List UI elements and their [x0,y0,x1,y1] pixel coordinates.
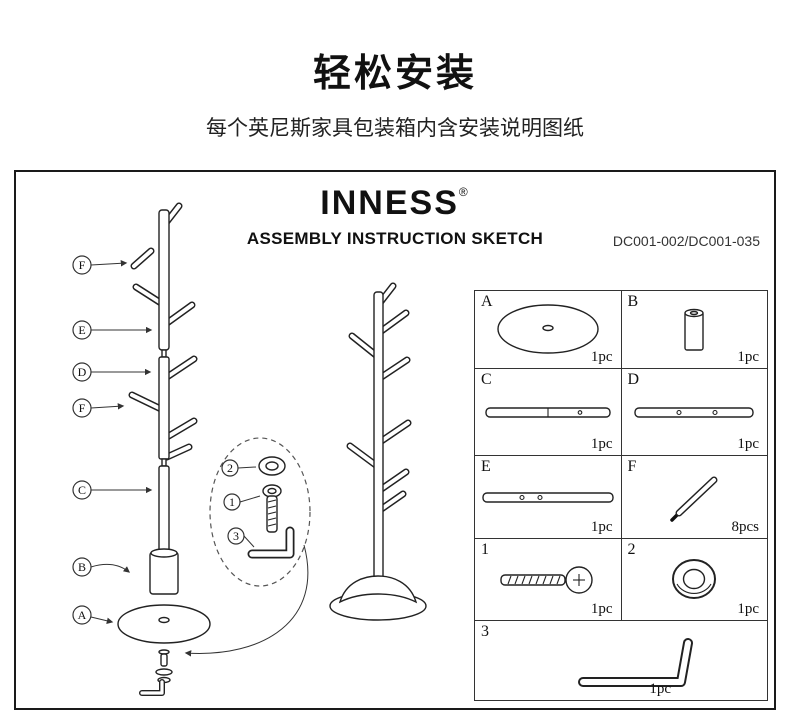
callout-label: B [78,560,86,574]
hook-peg-icon [670,476,718,522]
callout-label: E [78,323,85,337]
fastener-stack [139,649,173,696]
part-label: E [481,458,491,475]
callout-label: F [79,258,86,272]
callout-label: A [78,608,87,622]
part-qty: 1pc [649,681,671,697]
brand-text: INNESS [320,184,459,222]
part-cell-F: F 8pcs [621,456,768,539]
part-qty: 8pcs [731,519,760,535]
assembled-rack-drawing [329,282,427,621]
sketch-heading: ASSEMBLY INSTRUCTION SKETCH [246,229,544,248]
washer-ring-icon [672,558,717,599]
allen-key-icon [578,637,693,687]
callout-label: D [78,365,87,379]
part-cell-C: C 1pc [475,369,622,456]
callout-A: A [72,605,114,625]
part-label: D [627,371,640,388]
pole-segments [158,209,170,553]
hardware-callout-label: 2 [227,461,233,475]
part-cell-E: E 1pc [475,456,622,539]
part-cell-D: D 1pc [621,369,768,456]
part-cell-A: A 1pc [475,291,622,369]
callout-D: D [72,362,152,382]
callout-E: E [72,320,153,340]
connector-tube-drawing [149,548,179,595]
parts-table: A 1pc B 1pc C [474,290,768,701]
part-label: A [481,293,493,310]
brand-logo: INNESS® [16,184,774,223]
part-label: 1 [481,541,489,558]
page-title: 轻松安装 [312,53,477,95]
hardware-detail-bubble: 2 1 3 [209,437,311,587]
part-qty: 1pc [737,436,759,452]
part-label: B [627,293,639,310]
part-label: C [481,371,492,388]
exploded-diagram: F E D F C [72,202,311,696]
assembly-sketch-panel: INNESS® ASSEMBLY INSTRUCTION SKETCH DC00… [14,170,776,710]
page-subtitle: 每个英尼斯家具包装箱内含安装说明图纸 [206,117,584,140]
assembled-pole [373,291,384,593]
part-qty: 1pc [737,601,759,617]
callout-C: C [72,480,153,500]
assembled-hook-branches [346,282,412,514]
callout-label: F [79,401,86,415]
part-qty: 1pc [590,519,613,535]
base-disc-drawing [117,604,211,644]
hardware-callout-label: 3 [233,529,239,543]
pole-section-icon [485,407,611,418]
registered-mark: ® [458,185,470,199]
washer-drawing [258,456,286,476]
connector-tube-icon [684,308,704,351]
part-qty: 1pc [590,436,613,452]
part-qty: 1pc [590,601,613,617]
part-qty: 1pc [737,349,759,365]
part-cell-1: 1 1pc [475,539,622,621]
hardware-callout-label: 1 [229,495,235,509]
pole-section-screws-icon [482,492,614,503]
callout-F-top: F [72,255,128,275]
part-label: F [627,458,637,475]
bolt-drawing [262,484,282,533]
callout-label: C [78,483,86,497]
callout-F-mid: F [72,398,125,418]
bolt-screw-icon [500,565,593,594]
round-base-disc-icon [497,303,599,354]
allen-key-drawing [247,526,295,559]
part-label: 2 [627,541,636,558]
part-cell-2: 2 1pc [621,539,768,621]
part-qty: 1pc [590,349,613,365]
part-label: 3 [481,623,489,640]
assembled-base [329,575,427,621]
pole-section-screws-icon [634,407,754,418]
part-cell-3: 3 1pc [475,621,768,701]
part-cell-B: B 1pc [621,291,768,369]
model-code: DC001-002/DC001-035 [612,233,760,249]
callout-B: B [72,557,131,577]
